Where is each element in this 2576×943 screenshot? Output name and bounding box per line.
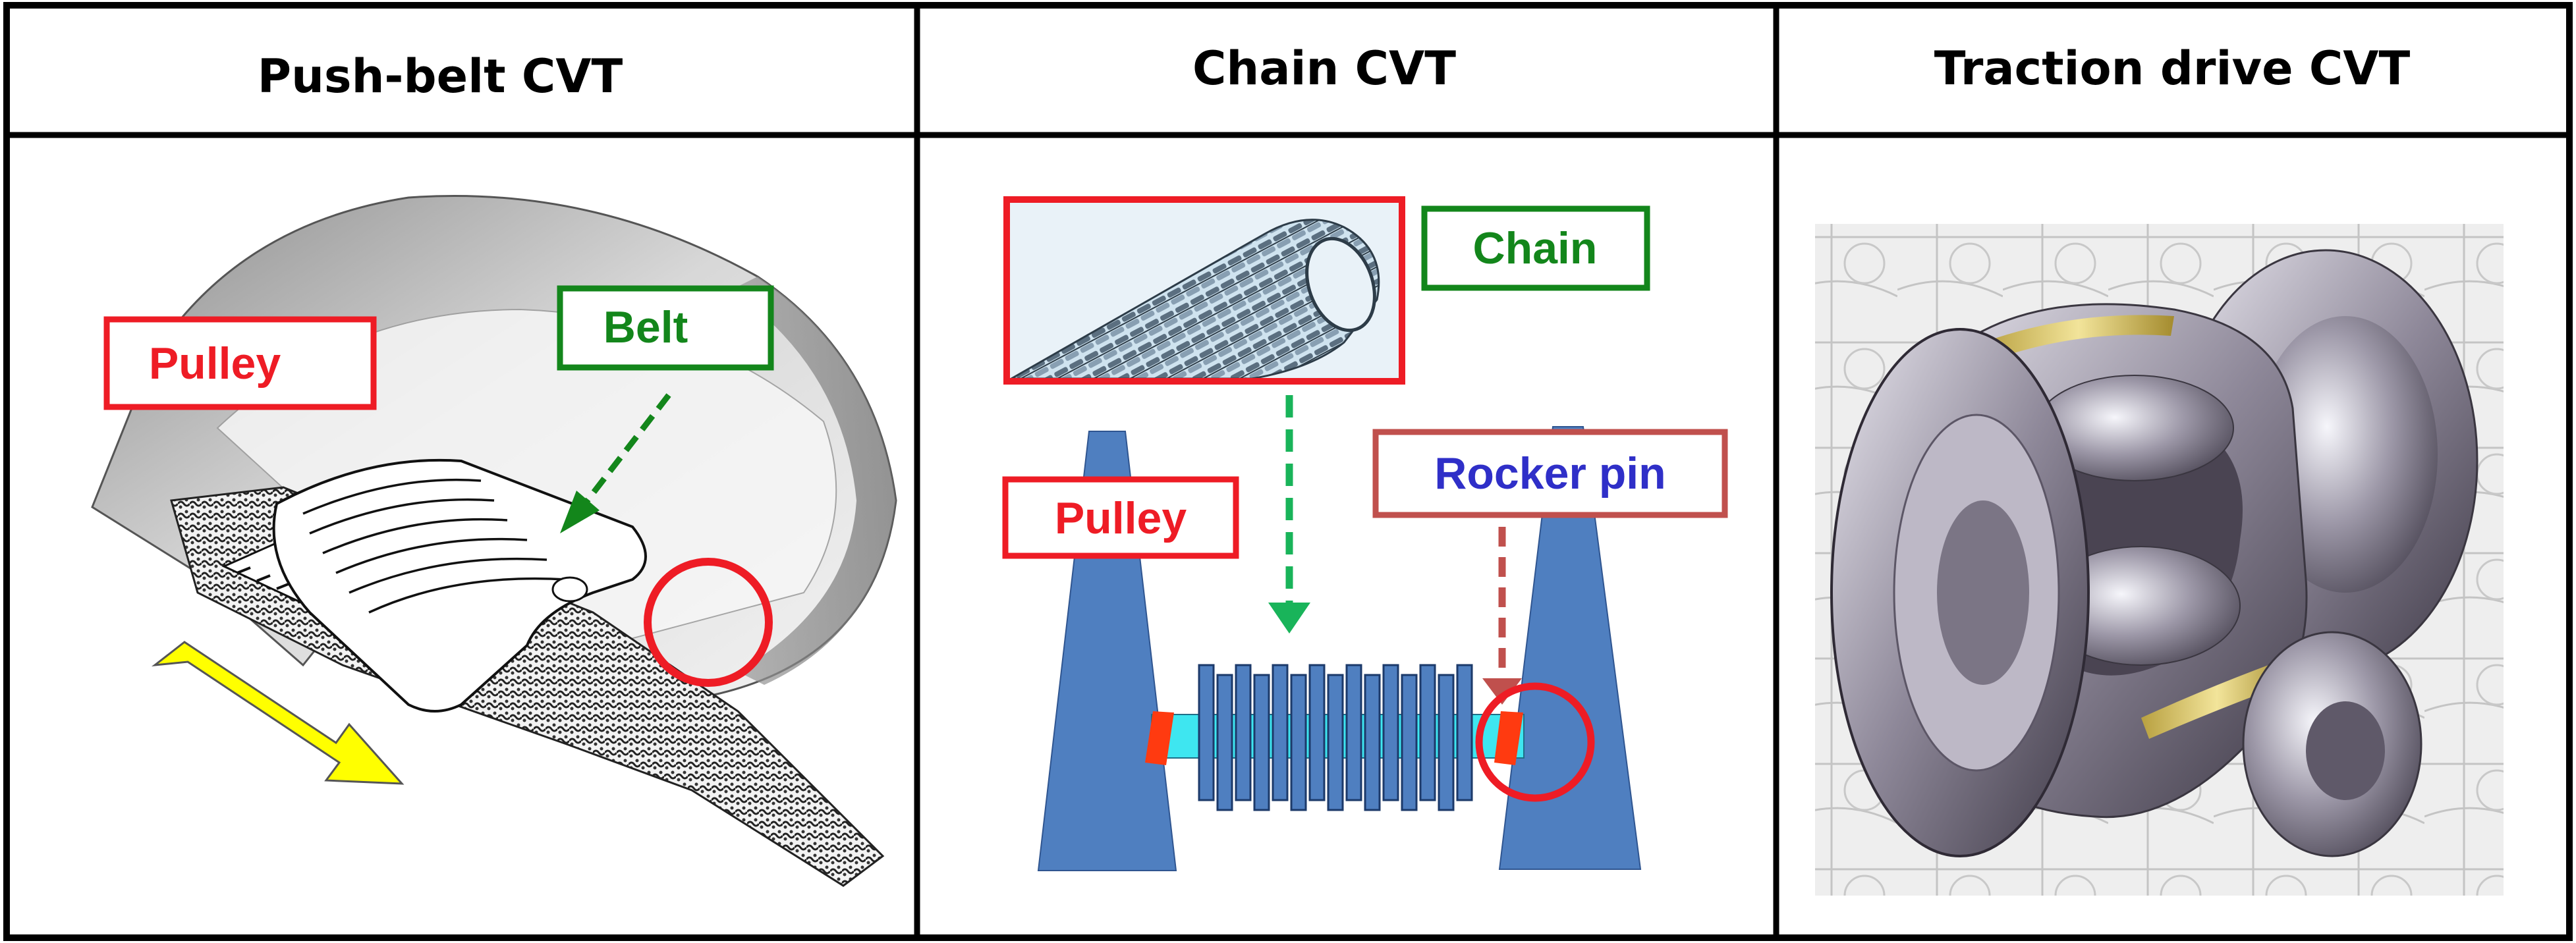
highlight-circle bbox=[644, 558, 773, 687]
traction-drive-photo bbox=[1815, 224, 2504, 896]
left-pin-cap bbox=[1145, 711, 1174, 765]
chain-pulley-label: Pulley bbox=[1055, 493, 1187, 543]
table-frame bbox=[3, 2, 2573, 941]
left-pulley bbox=[1037, 431, 1177, 871]
right-pin-cap bbox=[1494, 711, 1523, 765]
rocker-arrow-head bbox=[1482, 678, 1522, 705]
chain-label: Chain bbox=[1473, 223, 1598, 273]
belt-label-box: Belt bbox=[557, 285, 774, 371]
rocker-pin-label-box: Rocker pin bbox=[1372, 429, 1728, 518]
belt-element bbox=[272, 458, 647, 713]
chain-label-box: Chain bbox=[1421, 205, 1650, 291]
belt-label: Belt bbox=[603, 302, 688, 352]
pulley-edge bbox=[731, 277, 896, 685]
header-push-belt-cvt: Push-belt CVT bbox=[258, 49, 623, 103]
belt-arrow-head bbox=[560, 491, 600, 533]
motion-arrow-icon bbox=[151, 641, 405, 785]
pulley-label: Pulley bbox=[149, 338, 281, 389]
chain-links bbox=[1198, 664, 1473, 811]
header-traction-drive-cvt: Traction drive CVT bbox=[1934, 41, 2411, 95]
header-chain-cvt: Chain CVT bbox=[1192, 41, 1456, 95]
rocker-highlight-circle bbox=[1475, 682, 1595, 802]
chain-cvt-illustration bbox=[1003, 196, 1642, 871]
push-belt-illustration bbox=[91, 195, 897, 887]
belt-arrow-icon bbox=[577, 393, 671, 512]
chain-photo bbox=[1003, 196, 1405, 385]
rocker-pin-label: Rocker pin bbox=[1434, 448, 1666, 498]
chain-arrow-head bbox=[1268, 603, 1310, 633]
pulley-label-box: Pulley bbox=[103, 316, 377, 410]
chain-pulley-label-box: Pulley bbox=[1002, 476, 1239, 559]
